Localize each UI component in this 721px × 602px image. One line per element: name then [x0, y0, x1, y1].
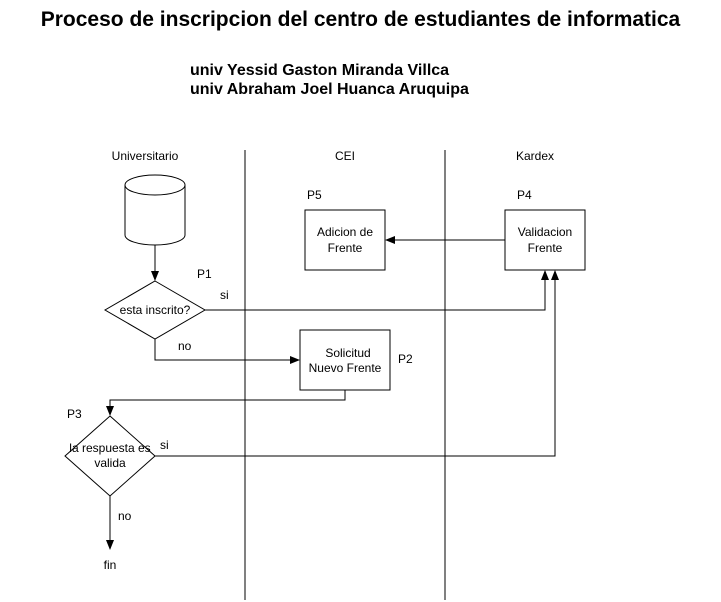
lane-label-universitario: Universitario: [112, 149, 179, 163]
process-p5-label-1: Adicion de: [317, 225, 373, 239]
p4-id: P4: [517, 188, 532, 202]
lane-label-kardex: Kardex: [516, 149, 554, 163]
process-p2-label-1: Solicitud: [325, 346, 370, 360]
process-p5: [304, 209, 386, 271]
end-label: fin: [104, 558, 117, 572]
p3-id: P3: [67, 407, 82, 421]
process-p2-label-2: Nuevo Frente: [309, 361, 382, 375]
p1-id: P1: [197, 267, 212, 281]
decision-p3-label-2: valida: [94, 456, 126, 470]
diagram-title: Proceso de inscripcion del centro de est…: [40, 8, 681, 31]
lane-label-cei: CEI: [335, 149, 355, 163]
author-2: univ Abraham Joel Huanca Aruquipa: [190, 81, 469, 98]
decision-p3-label-1: la respuesta es: [69, 441, 150, 455]
edge-p3-si-to-p4: [155, 270, 559, 457]
process-p2: [299, 329, 391, 391]
edge-p1-si-label: si: [220, 288, 229, 302]
edge-p1-si-to-p4: [205, 270, 549, 311]
process-p4-label-2: Frente: [528, 241, 563, 255]
edge-p1-no-label: no: [178, 339, 192, 353]
process-p4-label-1: Validacion: [518, 225, 572, 239]
edge-p2-to-p3: [106, 390, 346, 416]
author-1: univ Yessid Gaston Miranda Villca: [190, 62, 450, 79]
edge-p3-no-label: no: [118, 509, 132, 523]
decision-p1-label: esta inscrito?: [120, 303, 191, 317]
p2-id: P2: [398, 352, 413, 366]
edge-p1-no-to-p2: [154, 339, 300, 364]
edge-p3-si-label: si: [160, 438, 169, 452]
database-icon: [124, 174, 186, 246]
process-p4: [504, 209, 586, 271]
process-p5-label-2: Frente: [328, 241, 363, 255]
p5-id: P5: [307, 188, 322, 202]
